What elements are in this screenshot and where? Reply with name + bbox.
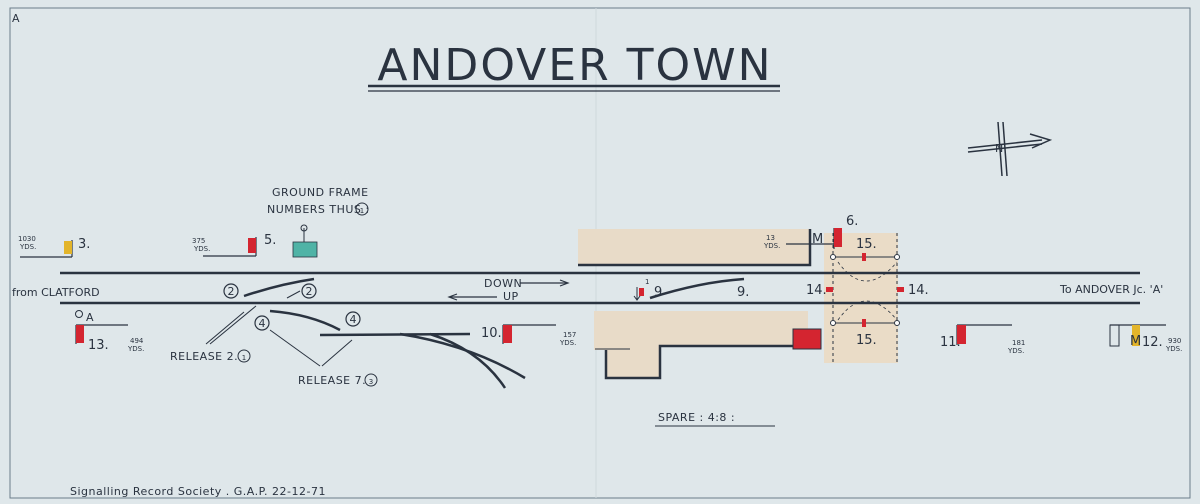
signal-11-number: 11. — [940, 335, 961, 350]
ground-frame-example: 1 — [360, 207, 364, 215]
lever-15-bottom: 15. — [856, 333, 877, 348]
signal-6-unit: YDS. — [763, 242, 780, 250]
signal-12: M 12. 930 YDS. — [1109, 324, 1182, 353]
siding-branch-b — [429, 332, 507, 389]
ground-frame-hut — [292, 224, 318, 258]
lever-9a: 9 — [654, 285, 662, 300]
gf-ring-4b: 4 — [345, 311, 361, 327]
ground-frame-title: GROUND FRAME — [272, 186, 369, 199]
signal-12-unit: YDS. — [1165, 345, 1182, 353]
release-7: RELEASE 7. 3 — [269, 329, 378, 387]
signal-3: 1030 YDS. 3. — [18, 235, 90, 258]
signal-13-number: 13. — [88, 338, 109, 353]
release-2: RELEASE 2. 1 — [170, 305, 257, 363]
ground-frame-ring — [355, 202, 369, 216]
signal-3-number: 3. — [78, 237, 90, 252]
signal-5-unit: YDS. — [193, 245, 210, 253]
signal-13-distance: 494 — [130, 337, 144, 345]
release-7-ring: 3 — [369, 378, 373, 386]
compass-letter: N — [995, 142, 1003, 155]
signal-12-distance: 930 — [1168, 337, 1181, 345]
up-platform-top — [578, 229, 812, 267]
gf-ring-4a: 4 — [254, 315, 270, 331]
signal-13: A 13. 494 YDS. — [75, 310, 144, 353]
signal-13-unit: YDS. — [127, 345, 144, 353]
signal-3-distance: 1030 — [18, 235, 36, 243]
signal-10: 10. 157 YDS. — [481, 324, 576, 347]
signal-6-distance: 13 — [766, 234, 775, 242]
goods-siding — [319, 332, 471, 337]
signal-12-number: 12. — [1142, 335, 1163, 350]
from-destination: from CLATFORD — [12, 286, 100, 299]
crossover-2 — [243, 277, 315, 298]
svg-text:4: 4 — [350, 313, 357, 326]
direction-down: DOWN — [484, 277, 522, 290]
signal-5-distance: 375 — [192, 237, 205, 245]
gate-lock-left — [826, 287, 833, 292]
diagram-title: ANDOVER TOWN — [377, 40, 772, 91]
compass-icon — [967, 121, 1053, 177]
letter-m-bottom: M — [1130, 334, 1141, 349]
signal-11: 11. 181 YDS. — [940, 324, 1025, 355]
signal-5: 375 YDS. 5. — [192, 233, 276, 257]
svg-text:4: 4 — [259, 317, 266, 330]
lever-1-small: 1 — [645, 278, 649, 286]
corner-mark: A — [12, 12, 20, 25]
direction-up: UP — [503, 290, 519, 303]
signal-11-distance: 181 — [1012, 339, 1025, 347]
gate-lock-right — [897, 287, 904, 292]
release-7-label: RELEASE 7. — [298, 374, 366, 387]
crossover-4 — [269, 309, 341, 332]
gf-ring-2b: 2 — [286, 283, 317, 299]
signal-11-unit: YDS. — [1007, 347, 1024, 355]
signal-5-number: 5. — [264, 233, 276, 248]
lever-14-right: 14. — [908, 283, 929, 298]
ground-frame-subtitle: NUMBERS THUS : — [267, 203, 370, 216]
signal-3-unit: YDS. — [19, 243, 36, 251]
letter-a: A — [86, 311, 94, 324]
release-2-ring: 1 — [242, 354, 246, 362]
signal-10-number: 10. — [481, 326, 502, 341]
signal-6: 13 YDS. 6. — [763, 214, 858, 250]
down-platform-bottom — [594, 311, 808, 380]
lever-15-top: 15. — [856, 237, 877, 252]
svg-text:2: 2 — [306, 285, 313, 298]
signal-box — [792, 328, 822, 350]
gf-ring-2a: 2 — [223, 283, 239, 299]
footer-credit: Signalling Record Society . G.A.P. 22-12… — [70, 485, 326, 498]
release-2-label: RELEASE 2. — [170, 350, 238, 363]
crossover-9 — [649, 277, 745, 300]
lever-9b: 9. — [737, 285, 749, 300]
svg-text:2: 2 — [228, 285, 235, 298]
spare-levers: SPARE : 4:8 : — [658, 411, 735, 424]
points-9: 1 9 9. — [633, 278, 749, 301]
sheet-border — [9, 7, 1191, 499]
to-destination: To ANDOVER Jc. 'A' — [1059, 283, 1163, 296]
signal-10-distance: 157 — [563, 331, 576, 339]
signal-10-unit: YDS. — [559, 339, 576, 347]
level-crossing — [824, 233, 898, 363]
signal-6-number: 6. — [846, 214, 858, 229]
letter-m-top: M — [812, 232, 823, 247]
lever-14-left: 14. — [806, 283, 827, 298]
